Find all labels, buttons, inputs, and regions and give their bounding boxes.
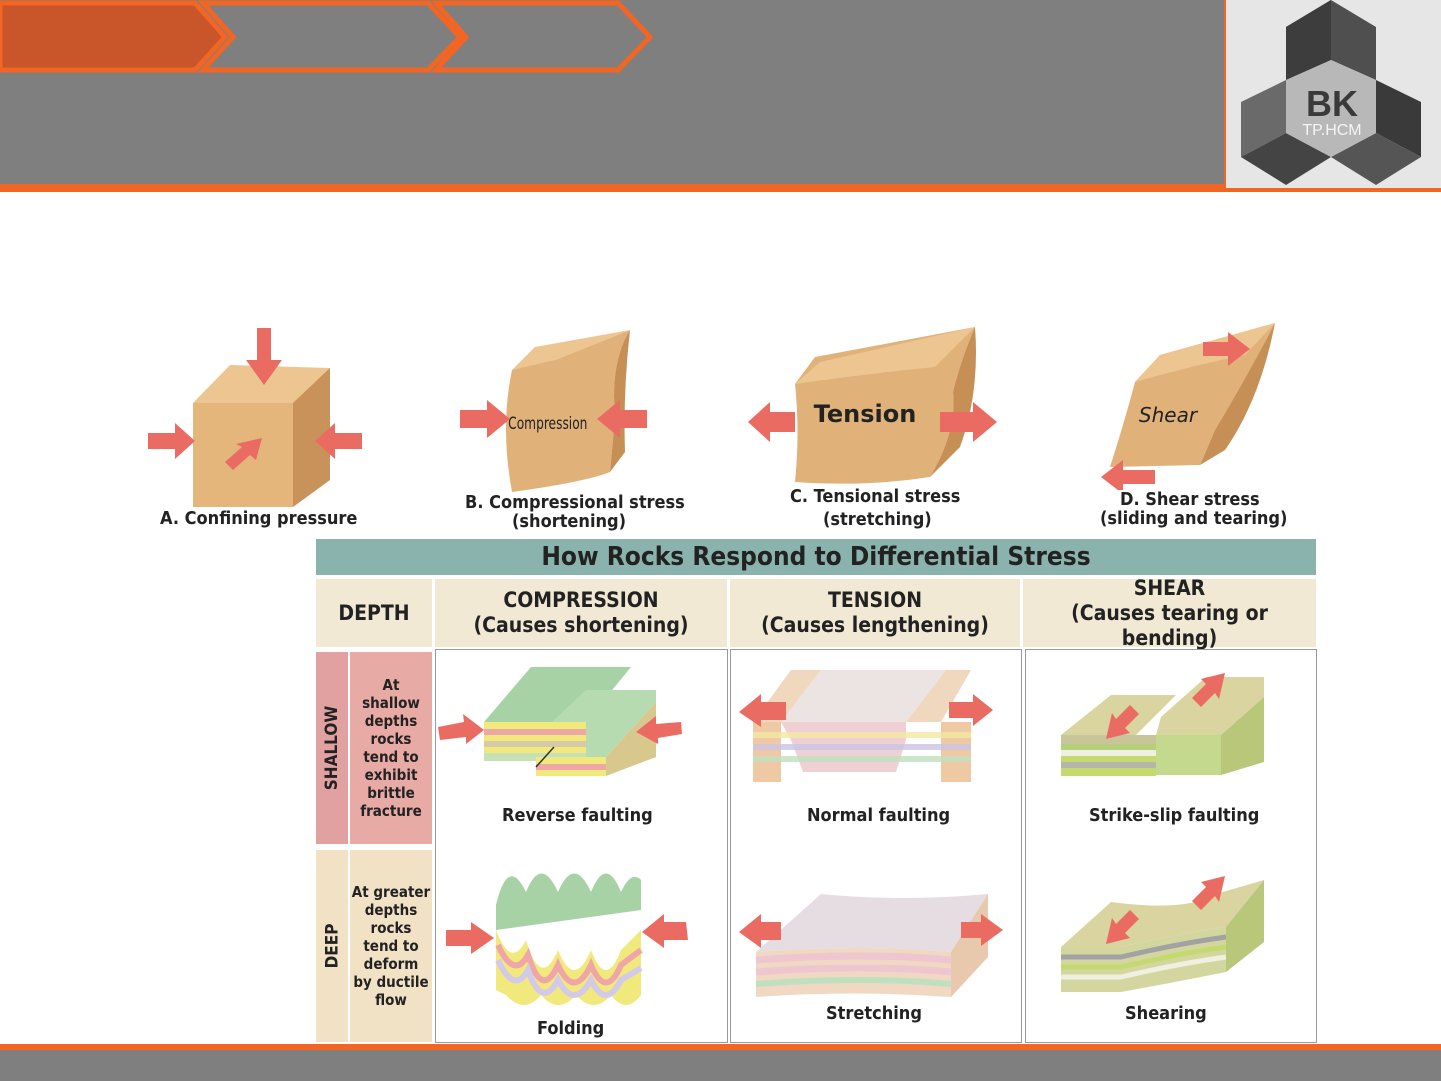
bk-logo: BK TP.HCM (1224, 0, 1441, 188)
arrow-right-icon (1203, 332, 1250, 366)
breadcrumb-step-3[interactable] (430, 0, 654, 73)
shallow-band: SHALLOW (316, 652, 348, 844)
logo-subtext: TP.HCM (1302, 122, 1361, 139)
depth-header: DEPTH (316, 579, 432, 647)
arrow-right-icon (148, 423, 195, 459)
fault-line (535, 746, 555, 768)
arrow-down-icon (246, 328, 282, 385)
compression-label: Compression (508, 414, 587, 434)
arrow-left-icon (739, 694, 786, 727)
reverse-faulting-diagram (438, 667, 682, 776)
arrow-left-icon (642, 914, 688, 948)
arrow-right-icon (961, 914, 1003, 946)
breadcrumb-step-1[interactable] (0, 0, 229, 73)
strike-slip-faulting-diagram (1061, 673, 1264, 776)
shear-header: SHEAR(Causes tearing or bending) (1023, 576, 1316, 650)
reverse-faulting-label: Reverse faulting (502, 805, 653, 826)
arrow-right-icon (460, 400, 510, 438)
compressional-stress-diagram: Compression (460, 330, 647, 492)
shearing-label: Shearing (1125, 1003, 1207, 1024)
arrow-left-icon (1101, 460, 1155, 490)
folding-diagram (446, 873, 688, 1005)
shearing-diagram (1061, 876, 1264, 992)
stretching-diagram (739, 894, 1003, 997)
arrow-left-icon (748, 402, 795, 442)
strike-slip-faulting-label: Strike-slip faulting (1089, 805, 1260, 826)
confining-pressure-diagram (148, 328, 362, 507)
normal-faulting-label: Normal faulting (807, 805, 951, 826)
folding-label: Folding (537, 1018, 605, 1039)
arrow-left-icon (315, 423, 362, 459)
arrow-right-icon (438, 714, 484, 744)
caption-shear-stress: D. Shear stress (1120, 489, 1260, 510)
arrow-right-icon (940, 402, 997, 442)
caption-shortening: (shortening) (512, 511, 627, 532)
caption-sliding-tearing: (sliding and tearing) (1100, 508, 1288, 529)
arrow-down-left-icon (1106, 910, 1139, 944)
arrow-right-icon (949, 694, 993, 726)
breadcrumb-step-2[interactable] (197, 0, 464, 73)
stress-response-table: How Rocks Respond to Differential Stress… (313, 537, 1318, 1044)
arrow-left-icon (597, 400, 647, 438)
arrow-left-icon (636, 716, 682, 744)
arrow-right-icon (446, 922, 494, 954)
arrow-up-right-icon (1192, 673, 1225, 707)
footer-accent-line (0, 1044, 1441, 1050)
header-accent-line (0, 184, 1441, 192)
deep-band: DEEP (316, 850, 348, 1042)
arrow-up-right-icon (1192, 876, 1225, 910)
arrow-down-left-icon (1106, 705, 1139, 739)
normal-faulting-diagram (739, 670, 993, 782)
breadcrumb (0, 0, 654, 73)
shear-stress-diagram: Shear (1101, 323, 1275, 490)
caption-tensional-stress: C. Tensional stress (790, 486, 961, 507)
tension-header: TENSION(Causes lengthening) (730, 579, 1020, 647)
arrow-left-icon (739, 914, 781, 948)
caption-stretching: (stretching) (823, 509, 932, 530)
shear-label: Shear (1139, 403, 1199, 427)
tension-label: Tension (814, 400, 917, 428)
tensional-stress-diagram: Tension (748, 327, 997, 484)
arrow-back-icon (225, 438, 262, 470)
logo-text: BK (1306, 83, 1358, 124)
stretching-label: Stretching (826, 1003, 922, 1024)
table-title: How Rocks Respond to Differential Stress (316, 539, 1316, 575)
compression-header: COMPRESSION(Causes shortening) (435, 579, 727, 647)
footer-bar (0, 1044, 1441, 1081)
caption-confining-pressure: A. Confining pressure (160, 508, 358, 529)
caption-compressional-stress: B. Compressional stress (465, 492, 685, 513)
